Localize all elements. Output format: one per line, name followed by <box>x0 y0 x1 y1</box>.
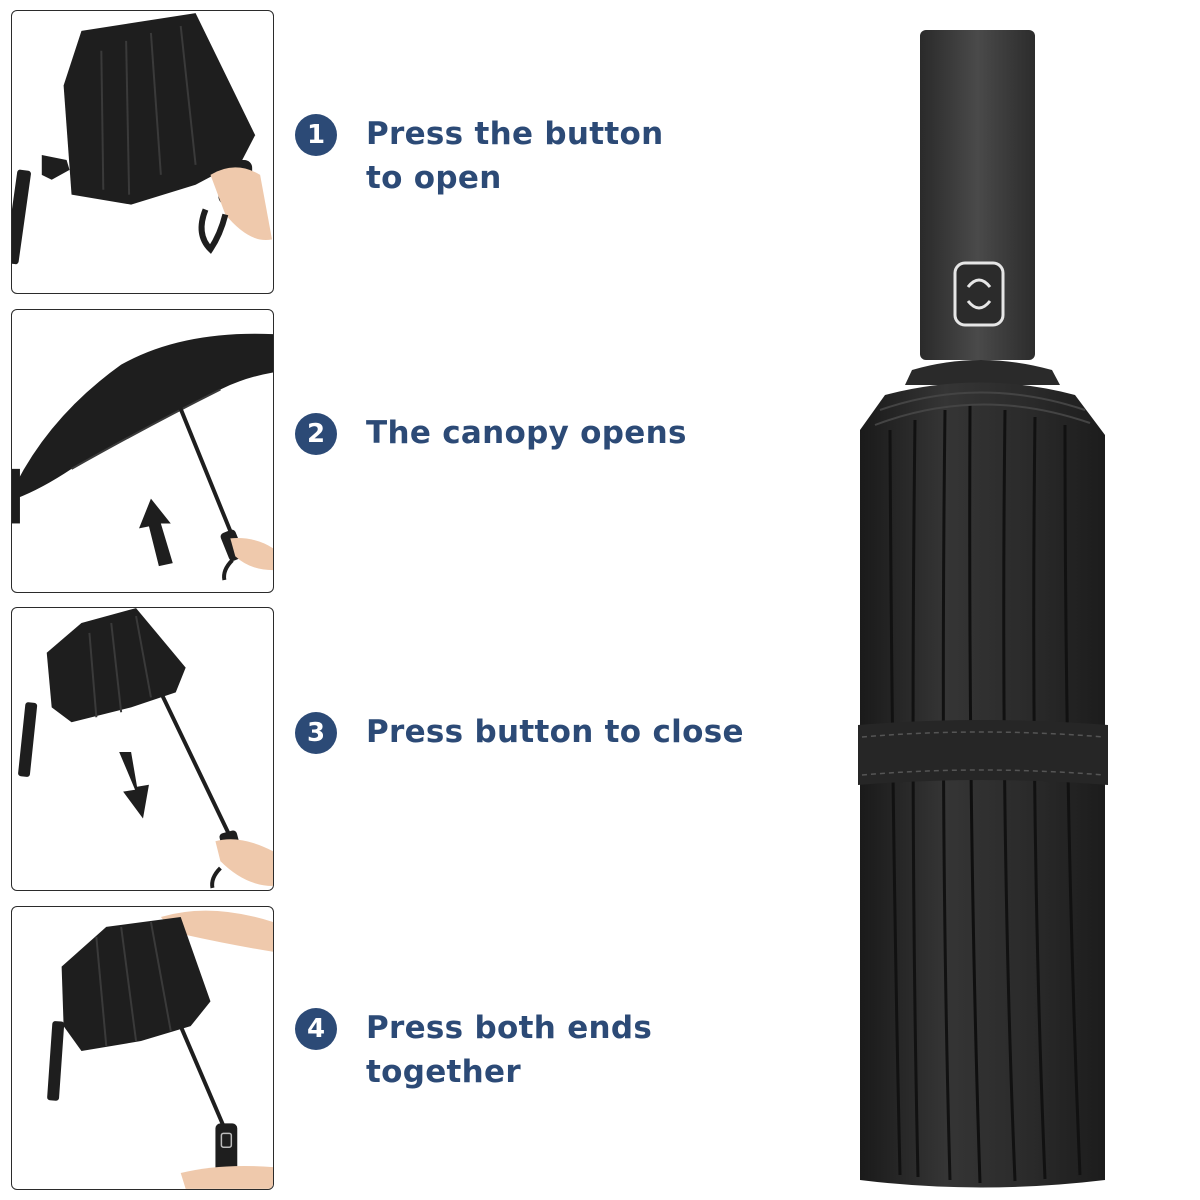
open-umbrella-arrow-up-icon <box>12 333 273 581</box>
compress-umbrella-hands-icon <box>47 910 273 1189</box>
step-3: 3 Press button to close <box>295 710 744 754</box>
step-3-number-badge: 3 <box>295 712 337 754</box>
step-2-image-panel <box>11 309 274 593</box>
folded-umbrella-product-image <box>840 25 1130 1190</box>
step-2: 2 The canopy opens <box>295 411 687 455</box>
closing-umbrella-arrow-down-icon <box>18 608 273 889</box>
step-4-image-panel <box>11 906 274 1190</box>
step-3-text: Press button to close <box>366 714 744 750</box>
step-2-number-badge: 2 <box>295 413 337 455</box>
step-1-number-badge: 1 <box>295 114 337 156</box>
step-4: 4 Press both ends together <box>295 1006 652 1094</box>
step-4-number-badge: 4 <box>295 1008 337 1050</box>
step-1: 1 Press the button to open <box>295 112 664 200</box>
step-3-image-panel <box>11 607 274 891</box>
folded-umbrella-product-icon <box>858 30 1108 1188</box>
step-4-text: Press both ends together <box>366 1010 653 1090</box>
step-2-text: The canopy opens <box>366 415 687 451</box>
step-1-image-panel <box>11 10 274 294</box>
step-1-text: Press the button to open <box>366 116 664 196</box>
folded-umbrella-hand-icon <box>12 13 273 265</box>
